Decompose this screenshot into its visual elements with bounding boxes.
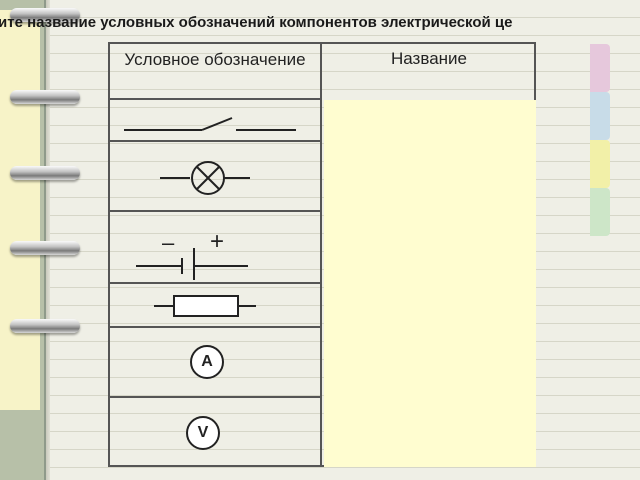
ammeter-icon: A (190, 345, 224, 379)
row-divider (110, 210, 322, 212)
lamp-icon (160, 161, 250, 195)
minus-sign: – (162, 230, 175, 255)
under-page (0, 10, 40, 410)
answer-area[interactable] (324, 100, 536, 467)
page-edge (46, 0, 52, 480)
page-title: ите название условных обозначений компон… (0, 14, 513, 31)
row-divider (110, 326, 322, 328)
binder-ring (10, 166, 80, 180)
notebook-tab-blue[interactable] (590, 92, 610, 140)
header-symbol: Условное обозначение (110, 44, 322, 100)
symbols-table: Условное обозначение Название – + A (108, 42, 536, 467)
notebook-tab-pink[interactable] (590, 44, 610, 92)
header-name: Название (322, 44, 536, 100)
battery-icon (136, 248, 248, 280)
plus-sign: + (210, 228, 225, 255)
row-divider (110, 282, 322, 284)
notebook-tab-green[interactable] (590, 188, 610, 236)
binder-ring (10, 241, 80, 255)
row-divider (110, 396, 322, 398)
row-divider (110, 140, 322, 142)
notebook-tab-yellow[interactable] (590, 140, 610, 188)
binder-ring (10, 319, 80, 333)
binder-ring (10, 90, 80, 104)
switch-icon (124, 117, 296, 131)
header-symbol-label: Условное обозначение (124, 50, 306, 69)
header-name-label: Название (391, 49, 467, 68)
binder-ring (10, 8, 80, 22)
resistor-icon (154, 295, 256, 317)
voltmeter-icon: V (186, 416, 220, 450)
